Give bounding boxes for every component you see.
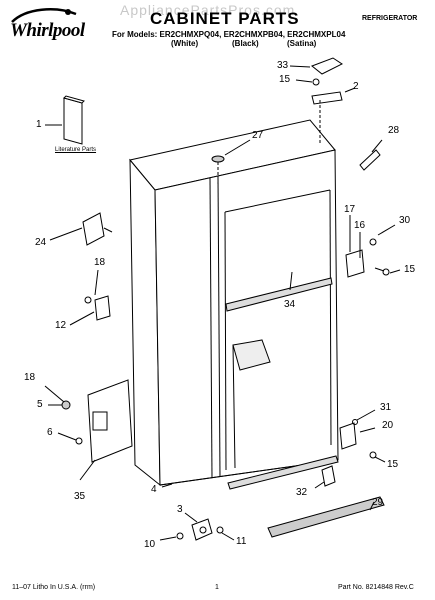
color-satina: (Satina) xyxy=(287,39,317,48)
whirlpool-logo: Whirlpool xyxy=(6,6,101,44)
color-black: (Black) xyxy=(232,39,259,48)
page-number: 1 xyxy=(215,584,219,591)
brand-name: Whirlpool xyxy=(10,20,85,41)
callout-27: 27 xyxy=(252,130,264,141)
callout-34: 34 xyxy=(284,299,296,310)
callout-18: 18 xyxy=(94,257,106,268)
product-type: REFRIGERATOR xyxy=(362,15,418,22)
part-number: Part No. 8214848 Rev.C xyxy=(338,584,414,591)
callout-10: 10 xyxy=(144,539,156,550)
callout-2: 2 xyxy=(353,81,359,92)
literature-book xyxy=(63,97,83,145)
callout-1: 1 xyxy=(36,119,42,130)
callout-3: 3 xyxy=(177,504,183,515)
footer-litho: 11–07 Litho In U.S.A. (rrm) xyxy=(12,584,96,591)
callout-29: 29 xyxy=(372,497,384,508)
page-title: CABINET PARTS xyxy=(150,9,300,28)
literature-parts-label: Literature Parts xyxy=(55,147,97,153)
callout-6: 6 xyxy=(47,427,53,438)
callout-16: 16 xyxy=(354,220,366,231)
cabinet-body xyxy=(129,119,339,490)
callout-4: 4 xyxy=(151,484,157,495)
callout-33: 33 xyxy=(277,60,289,71)
watermark: AppliancePartsPros.com xyxy=(120,2,296,18)
callout-15: 15 xyxy=(279,74,291,85)
callout-5: 5 xyxy=(37,399,43,410)
callout-24: 24 xyxy=(35,237,47,248)
logo-swoosh-icon xyxy=(11,8,77,23)
hinge-cover xyxy=(311,57,343,75)
callout-28: 28 xyxy=(388,125,400,136)
callout-31: 31 xyxy=(380,402,392,413)
models-line: For Models: ER2CHMXPQ04, ER2CHMXPB04, ER… xyxy=(112,30,346,39)
callout-35: 35 xyxy=(74,491,86,502)
callout-15b: 15 xyxy=(404,264,416,275)
callout-20: 20 xyxy=(382,420,394,431)
callout-32: 32 xyxy=(296,487,308,498)
callout-30: 30 xyxy=(399,215,411,226)
callout-12: 12 xyxy=(55,320,67,331)
callout-17: 17 xyxy=(344,204,356,215)
callout-18b: 18 xyxy=(24,372,36,383)
callout-11: 11 xyxy=(236,536,247,547)
callout-15c: 15 xyxy=(387,459,399,470)
color-white: (White) xyxy=(171,39,199,48)
